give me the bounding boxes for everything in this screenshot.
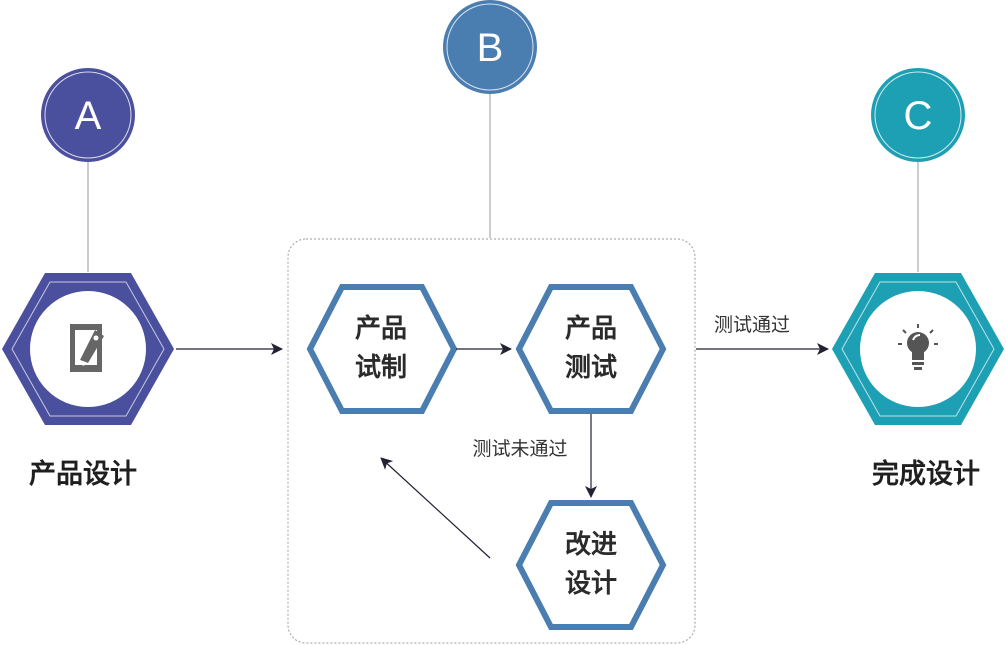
edge-label-test-failed: 测试未通过: [472, 438, 567, 460]
arrow-improve-to-trial: [380, 457, 491, 559]
stage-c-hexagon: [832, 273, 1004, 425]
badge-c-letter: C: [904, 94, 933, 138]
stage-c-label: 完成设计: [872, 458, 980, 490]
trial-label-line1: 产品: [355, 314, 407, 344]
badge-b: B: [443, 0, 537, 94]
improve-label-line2: 设计: [565, 569, 617, 599]
pen-on-paper-icon: [70, 324, 104, 372]
product-test-hexagon: 产品 测试: [515, 284, 667, 414]
edge-label-test-passed: 测试通过: [714, 314, 790, 336]
stage-a-label: 产品设计: [29, 459, 137, 490]
trial-label-line2: 试制: [355, 353, 407, 383]
trial-production-hexagon: 产品 试制: [306, 284, 458, 414]
improve-design-hexagon: 改进 设计: [515, 500, 667, 630]
badge-a: A: [41, 68, 135, 162]
test-label-line2: 测试: [565, 353, 617, 383]
stage-a-hexagon: [2, 273, 174, 425]
badge-a-letter: A: [75, 94, 102, 138]
stage-b-container: [287, 238, 696, 644]
improve-label-line1: 改进: [565, 529, 617, 560]
lightbulb-icon: [898, 324, 938, 370]
badge-b-letter: B: [477, 26, 504, 70]
badge-c: C: [871, 68, 965, 162]
test-label-line1: 产品: [565, 314, 617, 344]
